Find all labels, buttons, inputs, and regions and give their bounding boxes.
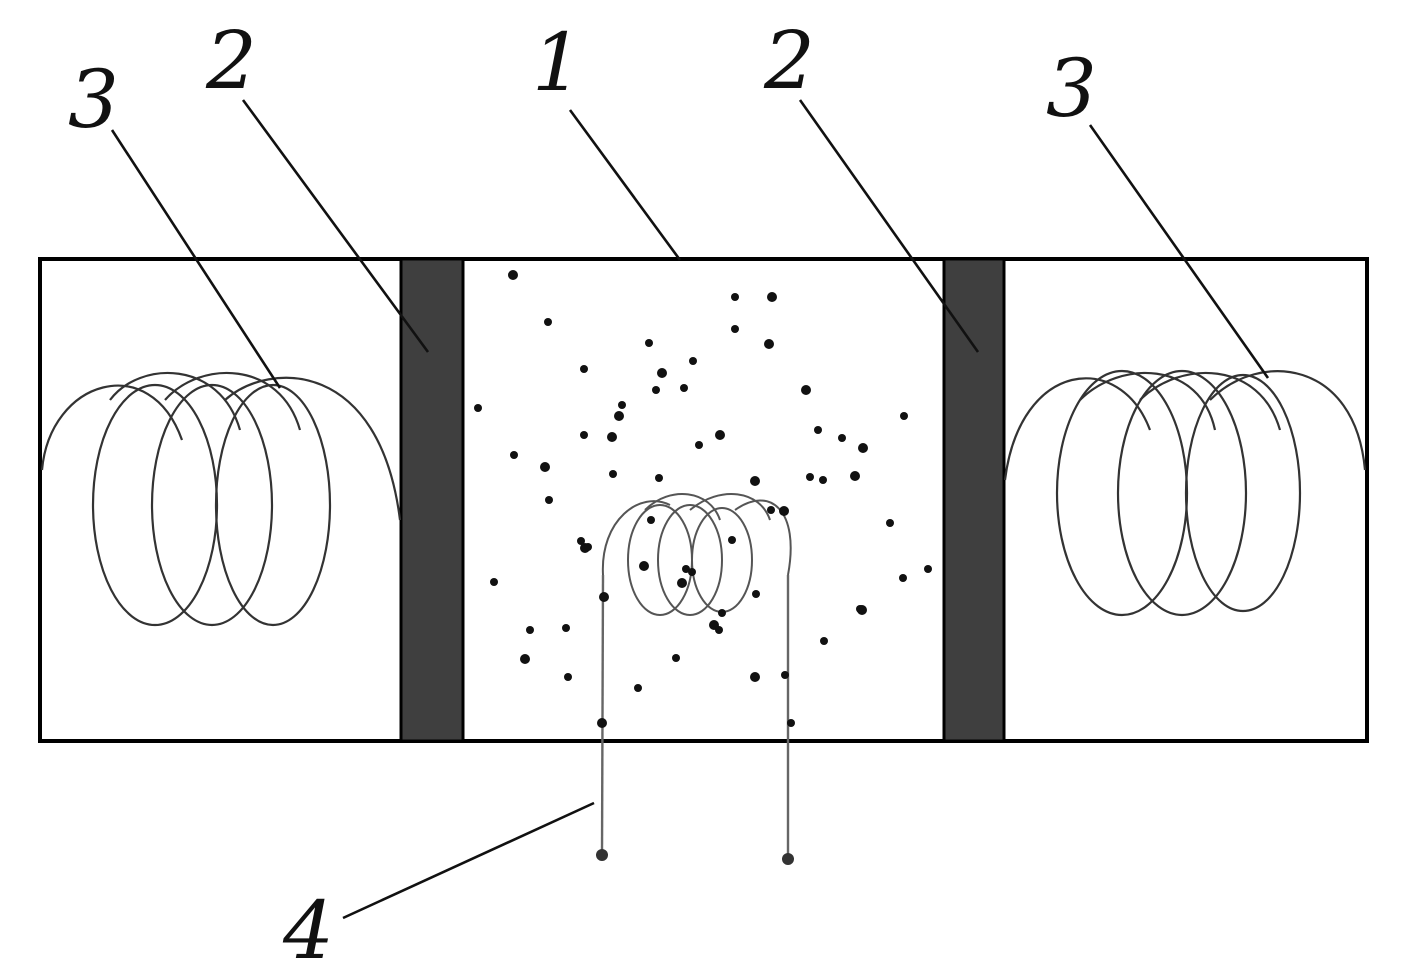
particle-dot [856, 605, 864, 613]
particle-dot [634, 684, 642, 692]
particle-dot [520, 654, 530, 664]
particle-dot [787, 719, 795, 727]
particle-dot [474, 404, 482, 412]
particle-dot [508, 270, 518, 280]
particle-dot [718, 609, 726, 617]
right-terminal [782, 853, 794, 865]
particle-dot [858, 443, 868, 453]
particle-dot [924, 565, 932, 573]
particle-dot [695, 441, 703, 449]
particle-dot [682, 565, 690, 573]
callout-label-1: 1 [532, 16, 583, 109]
particle-dot [677, 578, 687, 588]
particle-dot [899, 574, 907, 582]
particle-dot [779, 506, 789, 516]
particle-dot [540, 462, 550, 472]
particle-dot [652, 386, 660, 394]
callout-label-2-right: 2 [763, 14, 815, 107]
particle-dot [781, 671, 789, 679]
particle-dot [599, 592, 609, 602]
particle-dot [850, 471, 860, 481]
particle-dot [689, 357, 697, 365]
particle-dot [657, 368, 667, 378]
callout-label-3-right: 3 [1046, 42, 1097, 135]
particle-dot [609, 470, 617, 478]
particle-dot [584, 543, 592, 551]
particle-dot [750, 476, 760, 486]
particle-dot [750, 672, 760, 682]
particle-dot [801, 385, 811, 395]
right-coil [1003, 369, 1367, 617]
particle-dot [731, 325, 739, 333]
particle-dot [545, 496, 553, 504]
particle-dot [655, 474, 663, 482]
leader-line-2-right [798, 99, 980, 353]
particle-dot [728, 536, 736, 544]
left-coil [40, 372, 402, 627]
particle-dot [886, 519, 894, 527]
left-terminal [596, 849, 608, 861]
callout-label-3-left: 3 [68, 53, 119, 146]
particle-dot [577, 537, 585, 545]
particle-dot [806, 473, 814, 481]
particle-dot [752, 590, 760, 598]
particle-dot [820, 637, 828, 645]
particle-dot [764, 339, 774, 349]
particle-dot [564, 673, 572, 681]
particle-dot [580, 365, 588, 373]
particle-dot [715, 430, 725, 440]
particle-dot [526, 626, 534, 634]
particle-dot [607, 432, 617, 442]
particle-dot [900, 412, 908, 420]
particle-dot [597, 718, 607, 728]
particle-dot [680, 384, 688, 392]
particle-dot [819, 476, 827, 484]
particle-dot [688, 568, 696, 576]
particle-dot [510, 451, 518, 459]
callout-label-4: 4 [282, 884, 334, 972]
particle-dot [647, 516, 655, 524]
leader-line-2-left [241, 99, 430, 353]
leader-line-4 [342, 801, 595, 920]
outer-chamber [38, 257, 1369, 743]
particle-dot [614, 411, 624, 421]
particle-dot [618, 401, 626, 409]
right-partition [942, 257, 1006, 743]
particle-dot [490, 578, 498, 586]
left-partition [399, 257, 465, 743]
particle-dot [814, 426, 822, 434]
particle-dot [639, 561, 649, 571]
left-lead-wire [600, 574, 605, 856]
particle-dot [715, 626, 723, 634]
callout-label-2-left: 2 [205, 14, 257, 107]
particle-dot [580, 431, 588, 439]
particle-dot [838, 434, 846, 442]
particle-dot [767, 506, 775, 514]
particle-dot [731, 293, 739, 301]
center-coil [601, 493, 792, 616]
particle-dot [562, 624, 570, 632]
particle-dot [767, 292, 777, 302]
leader-line-1 [568, 109, 682, 261]
leader-line-3-right [1088, 124, 1270, 379]
particle-dot [672, 654, 680, 662]
particle-cloud [474, 270, 932, 728]
particle-dot [645, 339, 653, 347]
particle-dot [544, 318, 552, 326]
leader-line-3-left [110, 129, 282, 389]
